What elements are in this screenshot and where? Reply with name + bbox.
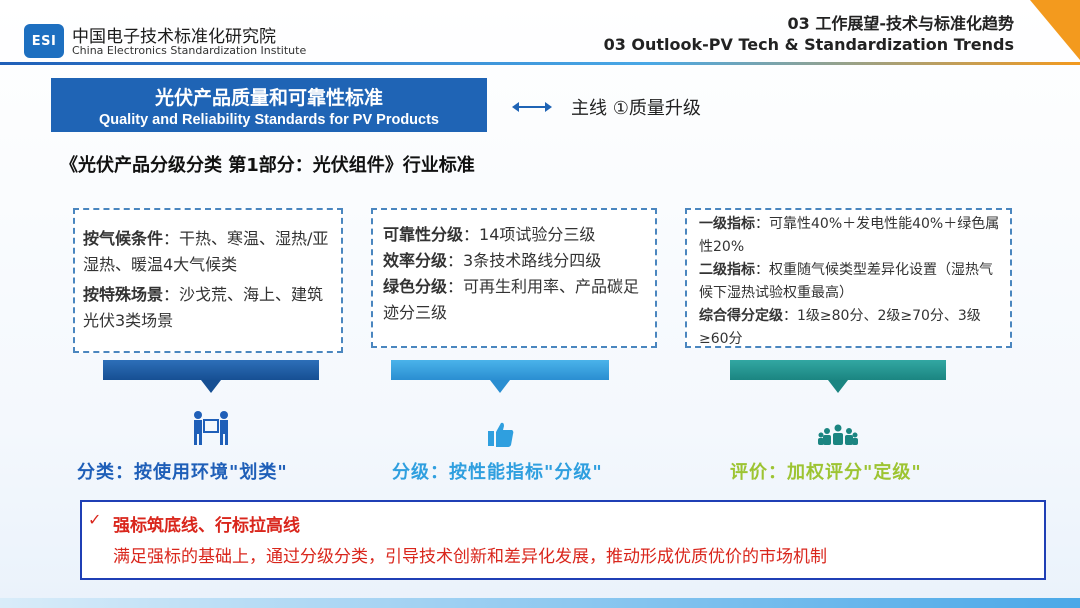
climate-item: 按气候条件：干热、寒温、湿热/亚湿热、暖温4大气候类 — [83, 226, 333, 278]
classification-box: 按气候条件：干热、寒温、湿热/亚湿热、暖温4大气候类 按特殊场景：沙戈荒、海上、… — [73, 208, 343, 353]
level1-label: 一级指标 — [699, 216, 755, 232]
people-carrying-box-icon — [194, 411, 228, 445]
score-text: ：1级≥80分、2级≥70分、3级≥60分 — [699, 308, 981, 347]
level2-item: 二级指标：权重随气候类型差异化设置（湿热气候下湿热试验权重最高） — [699, 259, 1000, 305]
summary-box — [80, 500, 1046, 580]
org-name-cn: 中国电子技术标准化研究院 — [72, 27, 276, 47]
standard-name: 《光伏产品分级分类 第1部分：光伏组件》行业标准 — [60, 155, 475, 176]
level2-text: ：权重随气候类型差异化设置（湿热气候下湿热试验权重最高） — [699, 262, 993, 301]
evaluation-box: 一级指标：可靠性40%＋发电性能40%＋绿色属性20% 二级指标：权重随气候类型… — [685, 208, 1012, 348]
climate-label: 按气候条件 — [83, 229, 164, 248]
level1-text: ：可靠性40%＋发电性能40%＋绿色属性20% — [699, 216, 1000, 255]
reliability-item: 可靠性分级：14项试验分三级 — [383, 222, 645, 248]
caption-classification: 分类：按使用环境"划类" — [77, 462, 288, 483]
classification-bar — [103, 360, 319, 393]
thumbs-up-icon — [488, 422, 514, 447]
topic-title-box: 光伏产品质量和可靠性标准 Quality and Reliability Sta… — [51, 78, 487, 132]
check-icon: ✓ — [88, 510, 102, 529]
level2-label: 二级指标 — [699, 262, 755, 278]
score-label: 综合得分定级 — [699, 308, 783, 324]
caption-grading: 分级：按性能指标"分级" — [392, 462, 603, 483]
footer-band — [0, 598, 1080, 608]
double-arrow-icon — [512, 102, 552, 112]
reliability-label: 可靠性分级 — [383, 225, 464, 244]
scene-label: 按特殊场景 — [83, 285, 164, 304]
grading-bar — [391, 360, 609, 393]
org-name-en: China Electronics Standardization Instit… — [72, 44, 307, 57]
reliability-text: ：14项试验分三级 — [463, 225, 596, 244]
corner-accent — [1030, 0, 1080, 60]
green-label: 绿色分级 — [383, 277, 448, 296]
scene-item: 按特殊场景：沙戈荒、海上、建筑光伏3类场景 — [83, 282, 333, 334]
mainline-label: 主线 ①质量升级 — [571, 98, 701, 119]
summary-body: 满足强标的基础上，通过分级分类，引导技术创新和差异化发展，推动形成优质优价的市场… — [113, 547, 827, 567]
logo-badge: ESI — [24, 24, 64, 58]
topic-title-cn: 光伏产品质量和可靠性标准 — [154, 87, 383, 109]
score-item: 综合得分定级：1级≥80分、2级≥70分、3级≥60分 — [699, 305, 1000, 351]
green-item: 绿色分级：可再生利用率、产品碳足迹分三级 — [383, 274, 645, 326]
evaluation-bar — [730, 360, 946, 393]
climate-text: ：干热、寒温、湿热/亚湿热、暖温4大气候类 — [83, 229, 329, 274]
level1-item: 一级指标：可靠性40%＋发电性能40%＋绿色属性20% — [699, 213, 1000, 259]
section-title-en: 03 Outlook-PV Tech & Standardization Tre… — [603, 35, 1014, 54]
scene-text: ：沙戈荒、海上、建筑光伏3类场景 — [83, 285, 324, 330]
green-text: ：可再生利用率、产品碳足迹分三级 — [383, 277, 640, 322]
team-group-icon — [818, 424, 858, 445]
grading-box: 可靠性分级：14项试验分三级 效率分级：3条技术路线分四级 绿色分级：可再生利用… — [371, 208, 657, 348]
caption-evaluation: 评价：加权评分"定级" — [730, 462, 922, 483]
efficiency-item: 效率分级：3条技术路线分四级 — [383, 248, 645, 274]
topic-title-en: Quality and Reliability Standards for PV… — [98, 112, 439, 128]
summary-heading: 强标筑底线、行标拉高线 — [113, 516, 300, 536]
efficiency-text: ：3条技术路线分四级 — [447, 251, 602, 270]
efficiency-label: 效率分级 — [383, 251, 448, 270]
section-title-cn: 03 工作展望-技术与标准化趋势 — [787, 14, 1014, 33]
header-divider — [0, 62, 1080, 65]
